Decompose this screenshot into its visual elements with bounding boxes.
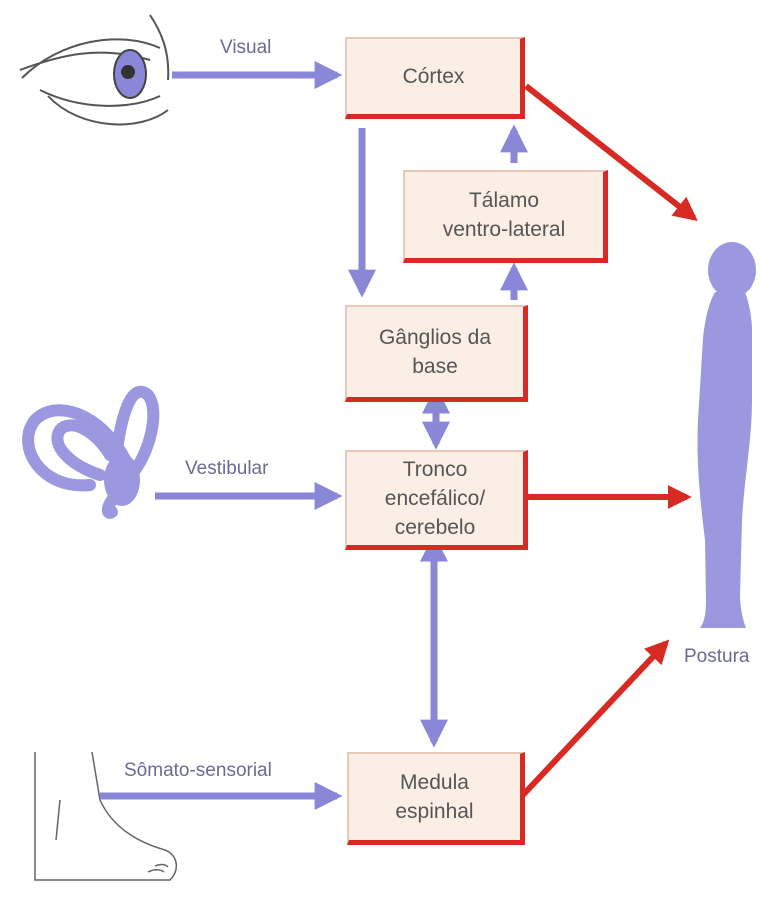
brainstem-label-line3: cerebelo (385, 513, 485, 542)
posture-label: Postura (684, 646, 749, 668)
basal-ganglia-label-line2: base (379, 352, 491, 381)
cortex-box: Córtex (345, 37, 525, 119)
cortex-label: Córtex (403, 62, 465, 91)
basal-ganglia-label-line1: Gânglios da (379, 323, 491, 352)
brainstem-box: Tronco encefálico/ cerebelo (345, 450, 528, 550)
inner-ear-icon (28, 392, 153, 513)
vestibular-label: Vestibular (185, 458, 268, 480)
brainstem-label-line2: encefálico/ (385, 484, 485, 513)
thalamus-label-line1: Tálamo (443, 186, 566, 215)
thalamus-box: Tálamo ventro-lateral (403, 170, 608, 263)
spinal-cord-label-line2: espinhal (395, 797, 473, 826)
visual-label: Visual (220, 37, 271, 59)
spinal-cord-box: Medula espinhal (347, 752, 525, 845)
spinal-cord-label-line1: Medula (395, 768, 473, 797)
human-figure-icon (697, 242, 756, 628)
spinal-to-posture-arrow (522, 643, 666, 796)
basal-ganglia-box: Gânglios da base (345, 305, 528, 402)
thalamus-label-line2: ventro-lateral (443, 215, 566, 244)
somatosensory-label: Sômato-sensorial (124, 760, 272, 782)
brainstem-label-line1: Tronco (385, 455, 485, 484)
eye-icon (20, 15, 168, 124)
